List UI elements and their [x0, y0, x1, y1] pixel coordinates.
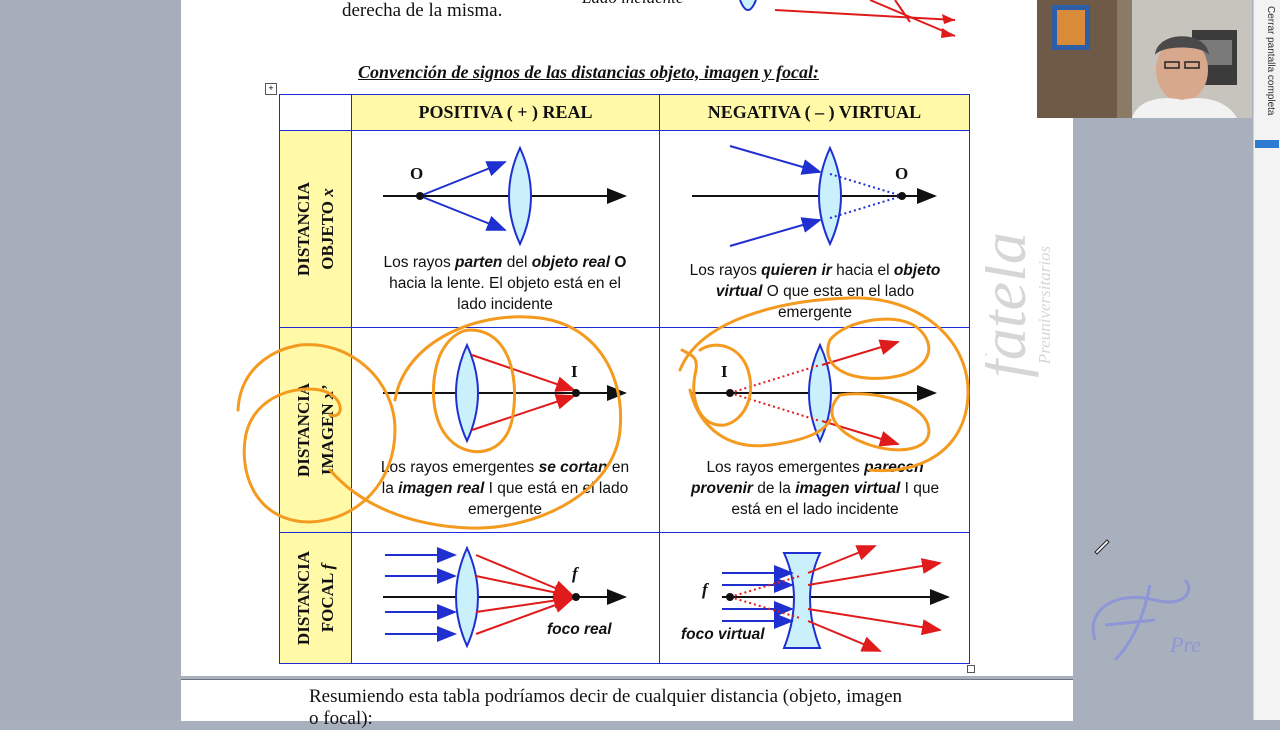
header-negative: NEGATIVA ( – ) VIRTUAL — [659, 94, 970, 131]
diagram-focal-virtual — [722, 545, 950, 652]
label-image-virtual: I — [721, 362, 728, 381]
label-object-virtual: O — [895, 164, 909, 183]
viewer-background-right — [1073, 0, 1253, 720]
top-text: derecha de la misma. — [342, 0, 503, 21]
top-diagram-fragment — [739, 0, 956, 38]
diagram-image-virtual — [692, 339, 937, 447]
caption-focal-real: foco real — [547, 621, 612, 638]
header-positive: POSITIVA ( + ) REAL — [351, 94, 660, 131]
table-resize-handle[interactable] — [967, 665, 975, 673]
label-focal-virtual: f — [702, 580, 708, 599]
document-page-next — [181, 679, 1073, 721]
diagram-object-real — [383, 145, 627, 247]
diagram-object-virtual — [692, 145, 937, 247]
top-italic-label: Lado incidente — [582, 0, 684, 8]
fpre-logo: Pre — [1091, 578, 1201, 662]
caption-focal-virtual: foco virtual — [681, 626, 765, 643]
exit-fullscreen-button[interactable]: Cerrar pantalla completa — [1265, 6, 1276, 116]
svg-text:Pre: Pre — [1169, 632, 1201, 657]
label-object-real: O — [410, 164, 424, 183]
label-image-real: I — [571, 362, 578, 381]
fatela-watermark: fatela Preuniversitarios — [985, 232, 1054, 378]
pen-cursor-icon — [1094, 539, 1110, 555]
table-move-handle[interactable]: + — [265, 83, 277, 95]
diagram-image-real — [383, 342, 627, 444]
bottom-paragraph: Resumiendo esta tabla podríamos decir de… — [309, 686, 903, 729]
label-focal-real: f — [572, 564, 578, 583]
svg-text:Preuniversitarios: Preuniversitarios — [1035, 245, 1054, 365]
webcam-video — [1037, 0, 1252, 118]
diagram-focal-real — [383, 545, 627, 649]
cell-focal-negative — [659, 532, 970, 664]
svg-text:fatela: fatela — [985, 232, 1039, 378]
table-title: Convención de signos de las distancias o… — [358, 62, 819, 82]
table-corner-cell — [279, 94, 352, 131]
presenter-video-frame — [1037, 0, 1252, 118]
sidebar-accent — [1255, 140, 1279, 148]
fullscreen-sidebar: Cerrar pantalla completa — [1253, 0, 1280, 720]
viewer-background-left — [0, 0, 181, 720]
